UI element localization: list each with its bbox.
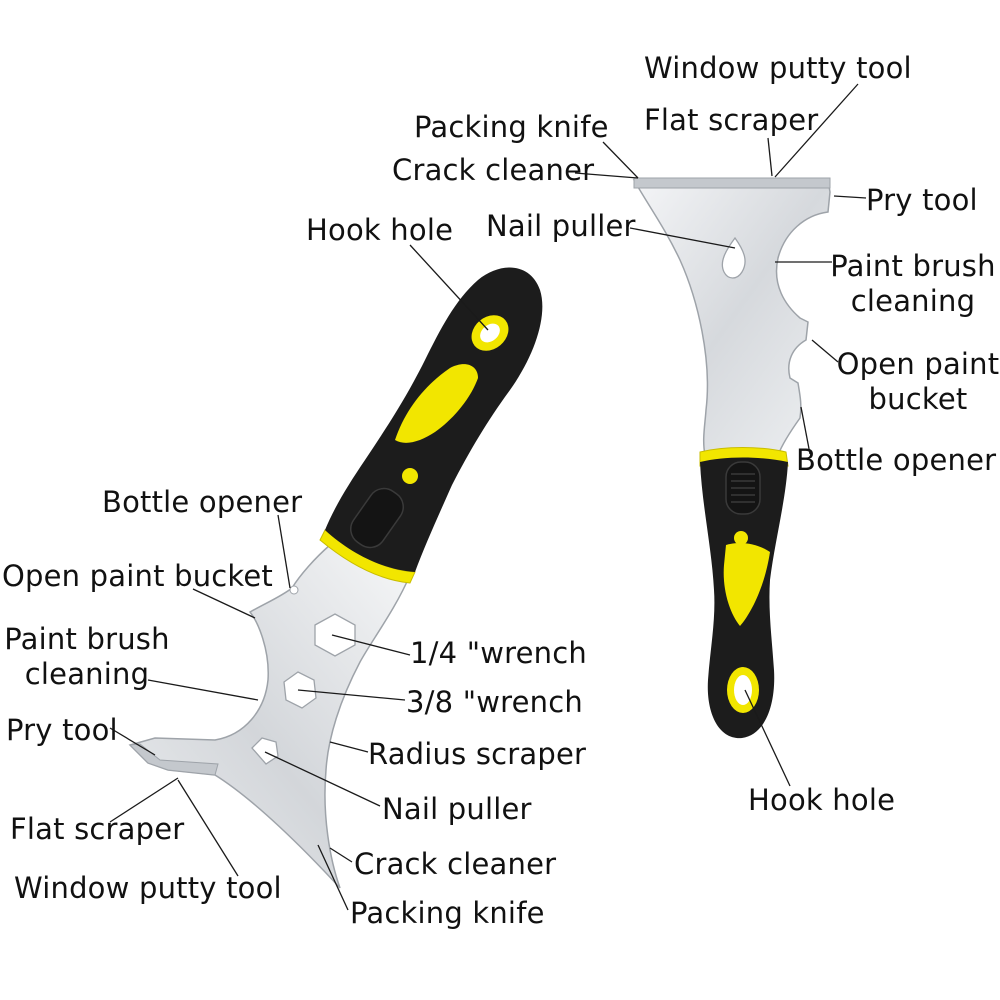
label-right-window-putty-tool: Window putty tool bbox=[644, 51, 912, 85]
label-right-open-paint-bucket: Open paint bucket bbox=[836, 347, 1000, 417]
left-hook-hole bbox=[480, 323, 500, 343]
label-left-radius-scraper: Radius scraper bbox=[368, 737, 587, 771]
label-right-flat-scraper: Flat scraper bbox=[644, 103, 819, 137]
label-left-pry-tool: Pry tool bbox=[6, 713, 118, 747]
left-handle-grip-pad bbox=[350, 487, 404, 549]
left-blade-edge bbox=[128, 743, 219, 776]
label-left-wrench-three-eighths: 3/8 "wrench bbox=[406, 685, 583, 719]
right-blade-edge bbox=[633, 177, 831, 189]
right-leader-lines bbox=[409, 83, 867, 787]
label-right-paint-brush-cleaning: Paint brush cleaning bbox=[830, 249, 996, 319]
label-left-packing-knife: Packing knife bbox=[350, 896, 545, 930]
label-left-paint-brush-cleaning: Paint brush cleaning bbox=[4, 622, 170, 692]
label-right-packing-knife: Packing knife bbox=[414, 110, 609, 144]
right-nail-puller-slot bbox=[721, 236, 746, 279]
left-nail-puller-slot bbox=[251, 737, 279, 765]
label-right-crack-cleaner: Crack cleaner bbox=[392, 153, 595, 187]
label-left-wrench-quarter: 1/4 "wrench bbox=[410, 636, 587, 670]
right-handle-grip-yellow bbox=[723, 542, 770, 626]
label-left-flat-scraper: Flat scraper bbox=[10, 812, 185, 846]
right-blade bbox=[632, 179, 831, 456]
label-left-nail-puller: Nail puller bbox=[382, 792, 532, 826]
right-tool bbox=[632, 177, 831, 739]
left-handle-grip-yellow bbox=[395, 364, 478, 443]
left-bottle-opener-notch bbox=[289, 585, 299, 595]
label-right-bottle-opener: Bottle opener bbox=[796, 443, 997, 477]
left-handle-dot bbox=[402, 468, 418, 484]
left-tool bbox=[128, 267, 543, 889]
label-left-hook-hole: Hook hole bbox=[306, 213, 454, 247]
label-left-bottle-opener: Bottle opener bbox=[102, 485, 303, 519]
label-left-crack-cleaner: Crack cleaner bbox=[354, 847, 557, 881]
left-wrench-quarter-hole bbox=[314, 613, 356, 657]
label-right-nail-puller: Nail puller bbox=[486, 209, 636, 243]
label-left-window-putty-tool: Window putty tool bbox=[14, 871, 282, 905]
label-right-pry-tool: Pry tool bbox=[866, 183, 978, 217]
right-hook-hole bbox=[734, 675, 752, 705]
right-handle-dot bbox=[734, 531, 748, 545]
left-leader-lines bbox=[109, 514, 411, 911]
label-right-hook-hole: Hook hole bbox=[748, 783, 896, 817]
label-left-open-paint-bucket: Open paint bucket bbox=[2, 559, 273, 593]
